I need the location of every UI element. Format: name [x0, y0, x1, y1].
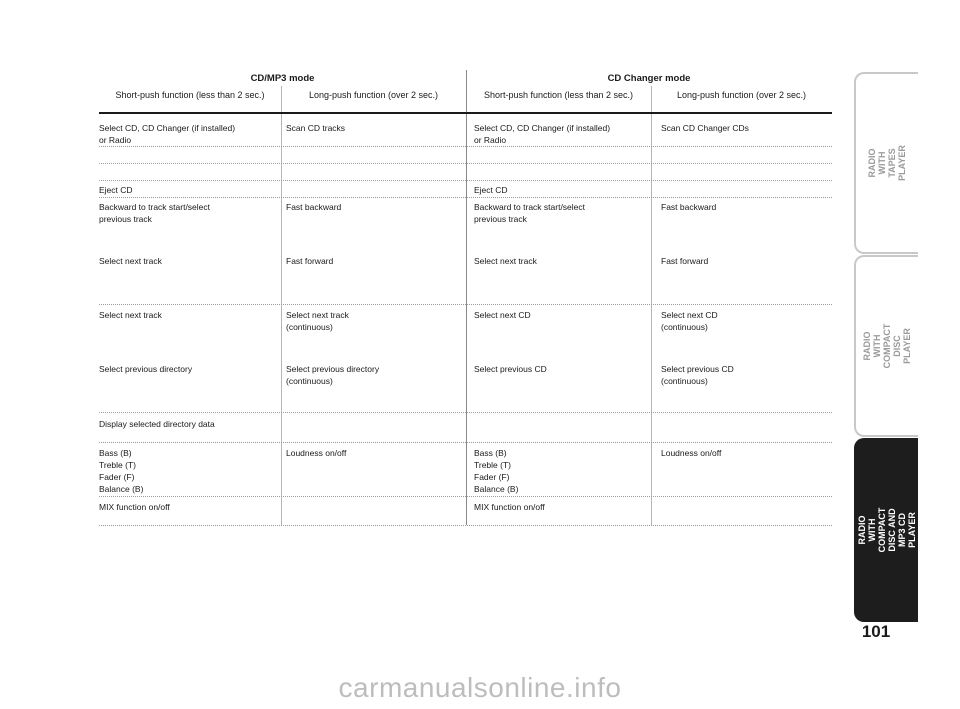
group-header-cd-changer: CD Changer mode	[607, 73, 691, 84]
table-cell: Fast backward	[661, 202, 717, 212]
row-divider	[99, 180, 832, 181]
header-rule	[99, 112, 832, 114]
col-header-long-push: Long-push function (over 2 sec.)	[676, 90, 807, 100]
table-cell: Scan CD Changer CDs	[661, 123, 749, 133]
table-cell: Select next track	[99, 310, 162, 320]
table-cell: Select next track	[99, 256, 162, 266]
table-cell: Display selected directory data	[99, 419, 215, 429]
table-cell: Select previous CD	[474, 364, 547, 374]
row-divider	[99, 496, 832, 497]
row-divider	[99, 442, 832, 443]
column-divider	[281, 86, 282, 525]
table-cell: Select previous CD (continuous)	[661, 364, 734, 386]
table-cell: Loudness on/off	[661, 448, 722, 458]
group-header-cd-mp3: CD/MP3 mode	[250, 73, 315, 84]
row-divider	[99, 304, 832, 305]
section-tab-label: RADIO WITH COMPACT DISC AND MP3 CD PLAYE…	[857, 507, 917, 553]
section-tab-tapes-player[interactable]: RADIO WITH TAPES PLAYER	[854, 72, 918, 254]
table-cell: Loudness on/off	[286, 448, 347, 458]
row-divider	[99, 525, 832, 526]
table-cell: MIX function on/off	[474, 502, 545, 512]
section-tab-label: RADIO WITH COMPACT DISC PLAYER	[862, 323, 912, 369]
table-cell: Select next track (continuous)	[286, 310, 349, 332]
table-cell: Select next track	[474, 256, 537, 266]
section-tab-compact-disc-mp3-player[interactable]: RADIO WITH COMPACT DISC AND MP3 CD PLAYE…	[854, 438, 918, 622]
table-cell: Backward to track start/select previous …	[99, 202, 211, 224]
group-divider	[466, 70, 467, 525]
section-tab-compact-disc-player[interactable]: RADIO WITH COMPACT DISC PLAYER	[854, 255, 918, 437]
page-number: 101	[861, 622, 891, 641]
row-divider	[99, 412, 832, 413]
column-divider	[651, 86, 652, 525]
watermark: carmanualsonline.info	[338, 672, 622, 703]
table-cell: Select previous directory	[99, 364, 193, 374]
table-cell: Select CD, CD Changer (if installed) or …	[99, 123, 236, 145]
row-divider	[99, 146, 832, 147]
col-header-short-push: Short-push function (less than 2 sec.)	[483, 90, 634, 100]
row-divider	[99, 197, 832, 198]
table-cell: Select next CD	[474, 310, 531, 320]
col-header-long-push: Long-push function (over 2 sec.)	[308, 90, 439, 100]
table-cell: Backward to track start/select previous …	[474, 202, 586, 224]
table-cell: MIX function on/off	[99, 502, 170, 512]
section-tab-label: RADIO WITH TAPES PLAYER	[867, 145, 907, 181]
table-cell: Scan CD tracks	[286, 123, 346, 133]
table-cell: Bass (B) Treble (T) Fader (F) Balance (B…	[474, 448, 519, 494]
table-cell: Select next CD (continuous)	[661, 310, 718, 332]
col-header-short-push: Short-push function (less than 2 sec.)	[115, 90, 265, 100]
table-cell: Fast backward	[286, 202, 342, 212]
table-cell: Select previous directory (continuous)	[286, 364, 380, 386]
table-cell: Select CD, CD Changer (if installed) or …	[474, 123, 611, 145]
row-divider	[99, 163, 832, 164]
table-cell: Fast forward	[286, 256, 334, 266]
table-cell: Fast forward	[661, 256, 709, 266]
table-cell: Eject CD	[474, 185, 508, 195]
table-cell: Eject CD	[99, 185, 133, 195]
table-cell: Bass (B) Treble (T) Fader (F) Balance (B…	[99, 448, 144, 494]
